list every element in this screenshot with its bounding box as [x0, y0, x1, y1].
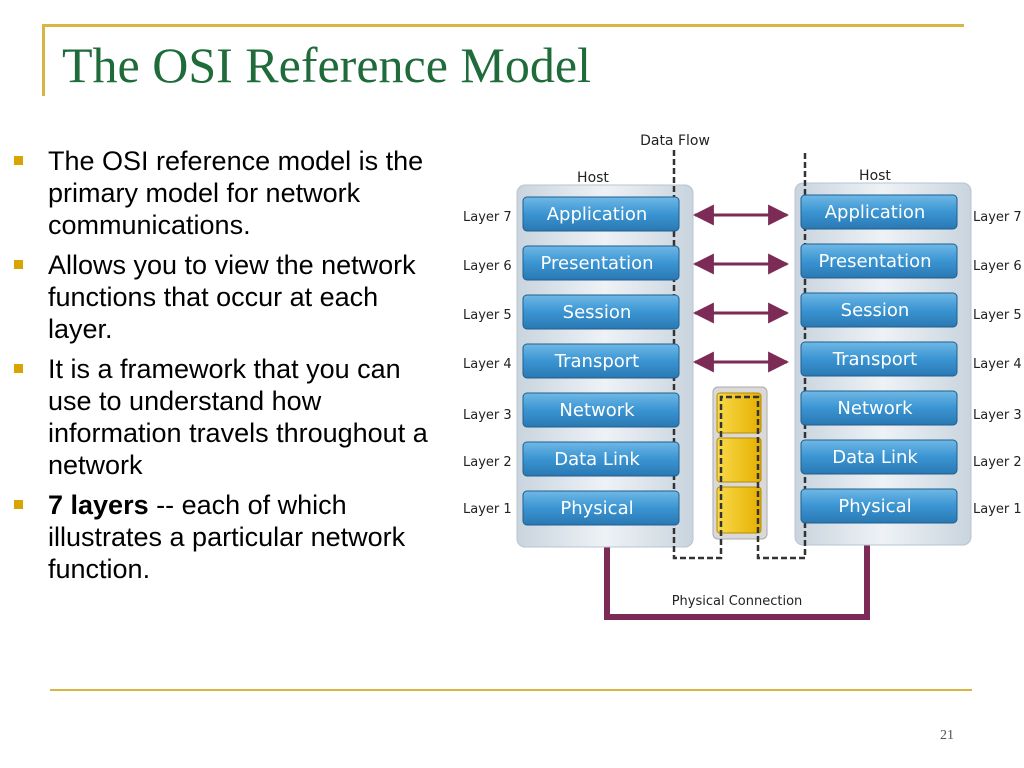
right-layer-box: [800, 390, 958, 426]
bullet-square-icon: [14, 500, 23, 509]
osi-diagram: Physical Connection Data Flow Host Host …: [463, 133, 1022, 620]
left-layer-1: Layer 1 Physical: [463, 490, 680, 526]
left-host-label: Host: [577, 170, 609, 186]
left-layer-7: Layer 7 Application: [463, 196, 680, 232]
left-layer-box: [522, 196, 680, 232]
relay-block-physical: [716, 486, 762, 534]
right-layer-box: [800, 194, 958, 230]
right-layer-name: Presentation: [818, 251, 931, 272]
left-layer-5: Layer 5 Session: [463, 294, 680, 330]
bullet-item-1: The OSI reference model is the primary m…: [14, 145, 446, 241]
right-layer-number: Layer 7: [973, 210, 1022, 225]
left-layer-number: Layer 5: [463, 308, 512, 323]
left-layer-box: [522, 294, 680, 330]
left-layer-name: Application: [547, 204, 648, 225]
left-layer-name: Physical: [560, 498, 633, 519]
left-layer-number: Layer 7: [463, 210, 512, 225]
bullet-square-icon: [14, 156, 23, 165]
bullet-text: Allows you to view the network functions…: [48, 250, 416, 344]
right-layer-name: Physical: [838, 496, 911, 517]
right-layer-name: Data Link: [832, 447, 918, 468]
bullet-text: It is a framework that you can use to un…: [48, 354, 428, 480]
right-layer-name: Network: [837, 398, 913, 419]
left-layer-box: [522, 392, 680, 428]
right-layer-number: Layer 2: [973, 455, 1022, 470]
frame-top-rule: [42, 24, 964, 27]
left-layer-number: Layer 1: [463, 502, 512, 517]
right-layer-number: Layer 4: [973, 357, 1022, 372]
bullet-square-icon: [14, 260, 23, 269]
data-flow-label: Data Flow: [640, 133, 710, 149]
slide-title: The OSI Reference Model: [62, 37, 591, 93]
physical-connection-label: Physical Connection: [672, 594, 803, 609]
left-layer-box: [522, 245, 680, 281]
bullet-list: The OSI reference model is the primary m…: [14, 145, 446, 593]
bullet-bold: 7 layers: [48, 490, 149, 520]
relay-block-datalink: [716, 437, 762, 483]
left-layer-box: [522, 490, 680, 526]
right-layer-4: Transport Layer 4: [800, 341, 1022, 377]
left-layer-number: Layer 4: [463, 357, 512, 372]
right-layer-name: Application: [825, 202, 926, 223]
bullet-square-icon: [14, 364, 23, 373]
left-layer-3: Layer 3 Network: [463, 392, 680, 428]
bullet-item-4: 7 layers -- each of which illustrates a …: [14, 489, 446, 585]
bullet-item-3: It is a framework that you can use to un…: [14, 353, 446, 481]
left-layer-name: Data Link: [554, 449, 640, 470]
left-layer-number: Layer 2: [463, 455, 512, 470]
left-layer-6: Layer 6 Presentation: [463, 245, 680, 281]
right-layer-box: [800, 292, 958, 328]
right-layer-2: Data Link Layer 2: [800, 439, 1022, 475]
right-layer-number: Layer 5: [973, 308, 1022, 323]
left-layer-name: Presentation: [540, 253, 653, 274]
right-host-label: Host: [859, 168, 891, 184]
left-layer-number: Layer 3: [463, 408, 512, 423]
bullet-text: The OSI reference model is the primary m…: [48, 146, 424, 240]
right-layer-name: Transport: [832, 349, 917, 370]
right-layer-box: [800, 488, 958, 524]
left-layer-box: [522, 343, 680, 379]
left-layer-name: Network: [559, 400, 635, 421]
right-layer-box: [800, 341, 958, 377]
right-layer-name: Session: [841, 300, 910, 321]
right-layer-1: Physical Layer 1: [800, 488, 1022, 524]
right-layer-number: Layer 3: [973, 408, 1022, 423]
right-layer-5: Session Layer 5: [800, 292, 1022, 328]
left-layer-name: Transport: [554, 351, 639, 372]
bullet-item-2: Allows you to view the network functions…: [14, 249, 446, 345]
right-layer-number: Layer 1: [973, 502, 1022, 517]
bullet-text: -- each of which illustrates a particula…: [48, 490, 406, 584]
relay-block-network: [716, 392, 762, 434]
footer-rule: [50, 689, 972, 691]
right-layer-box: [800, 439, 958, 475]
page-number: 21: [940, 728, 954, 743]
right-layer-number: Layer 6: [973, 259, 1022, 274]
left-layer-2: Layer 2 Data Link: [463, 441, 680, 477]
right-layer-6: Presentation Layer 6: [800, 243, 1022, 279]
data-flow-line: [672, 150, 807, 560]
left-layer-4: Layer 4 Transport: [463, 343, 680, 379]
left-layer-number: Layer 6: [463, 259, 512, 274]
left-layer-name: Session: [563, 302, 632, 323]
right-layer-7: Application Layer 7: [800, 194, 1022, 230]
right-layer-3: Network Layer 3: [800, 390, 1022, 426]
left-layer-box: [522, 441, 680, 477]
frame-vertical-rule: [42, 24, 45, 96]
right-layer-box: [800, 243, 958, 279]
physical-connection-line: [604, 545, 870, 620]
